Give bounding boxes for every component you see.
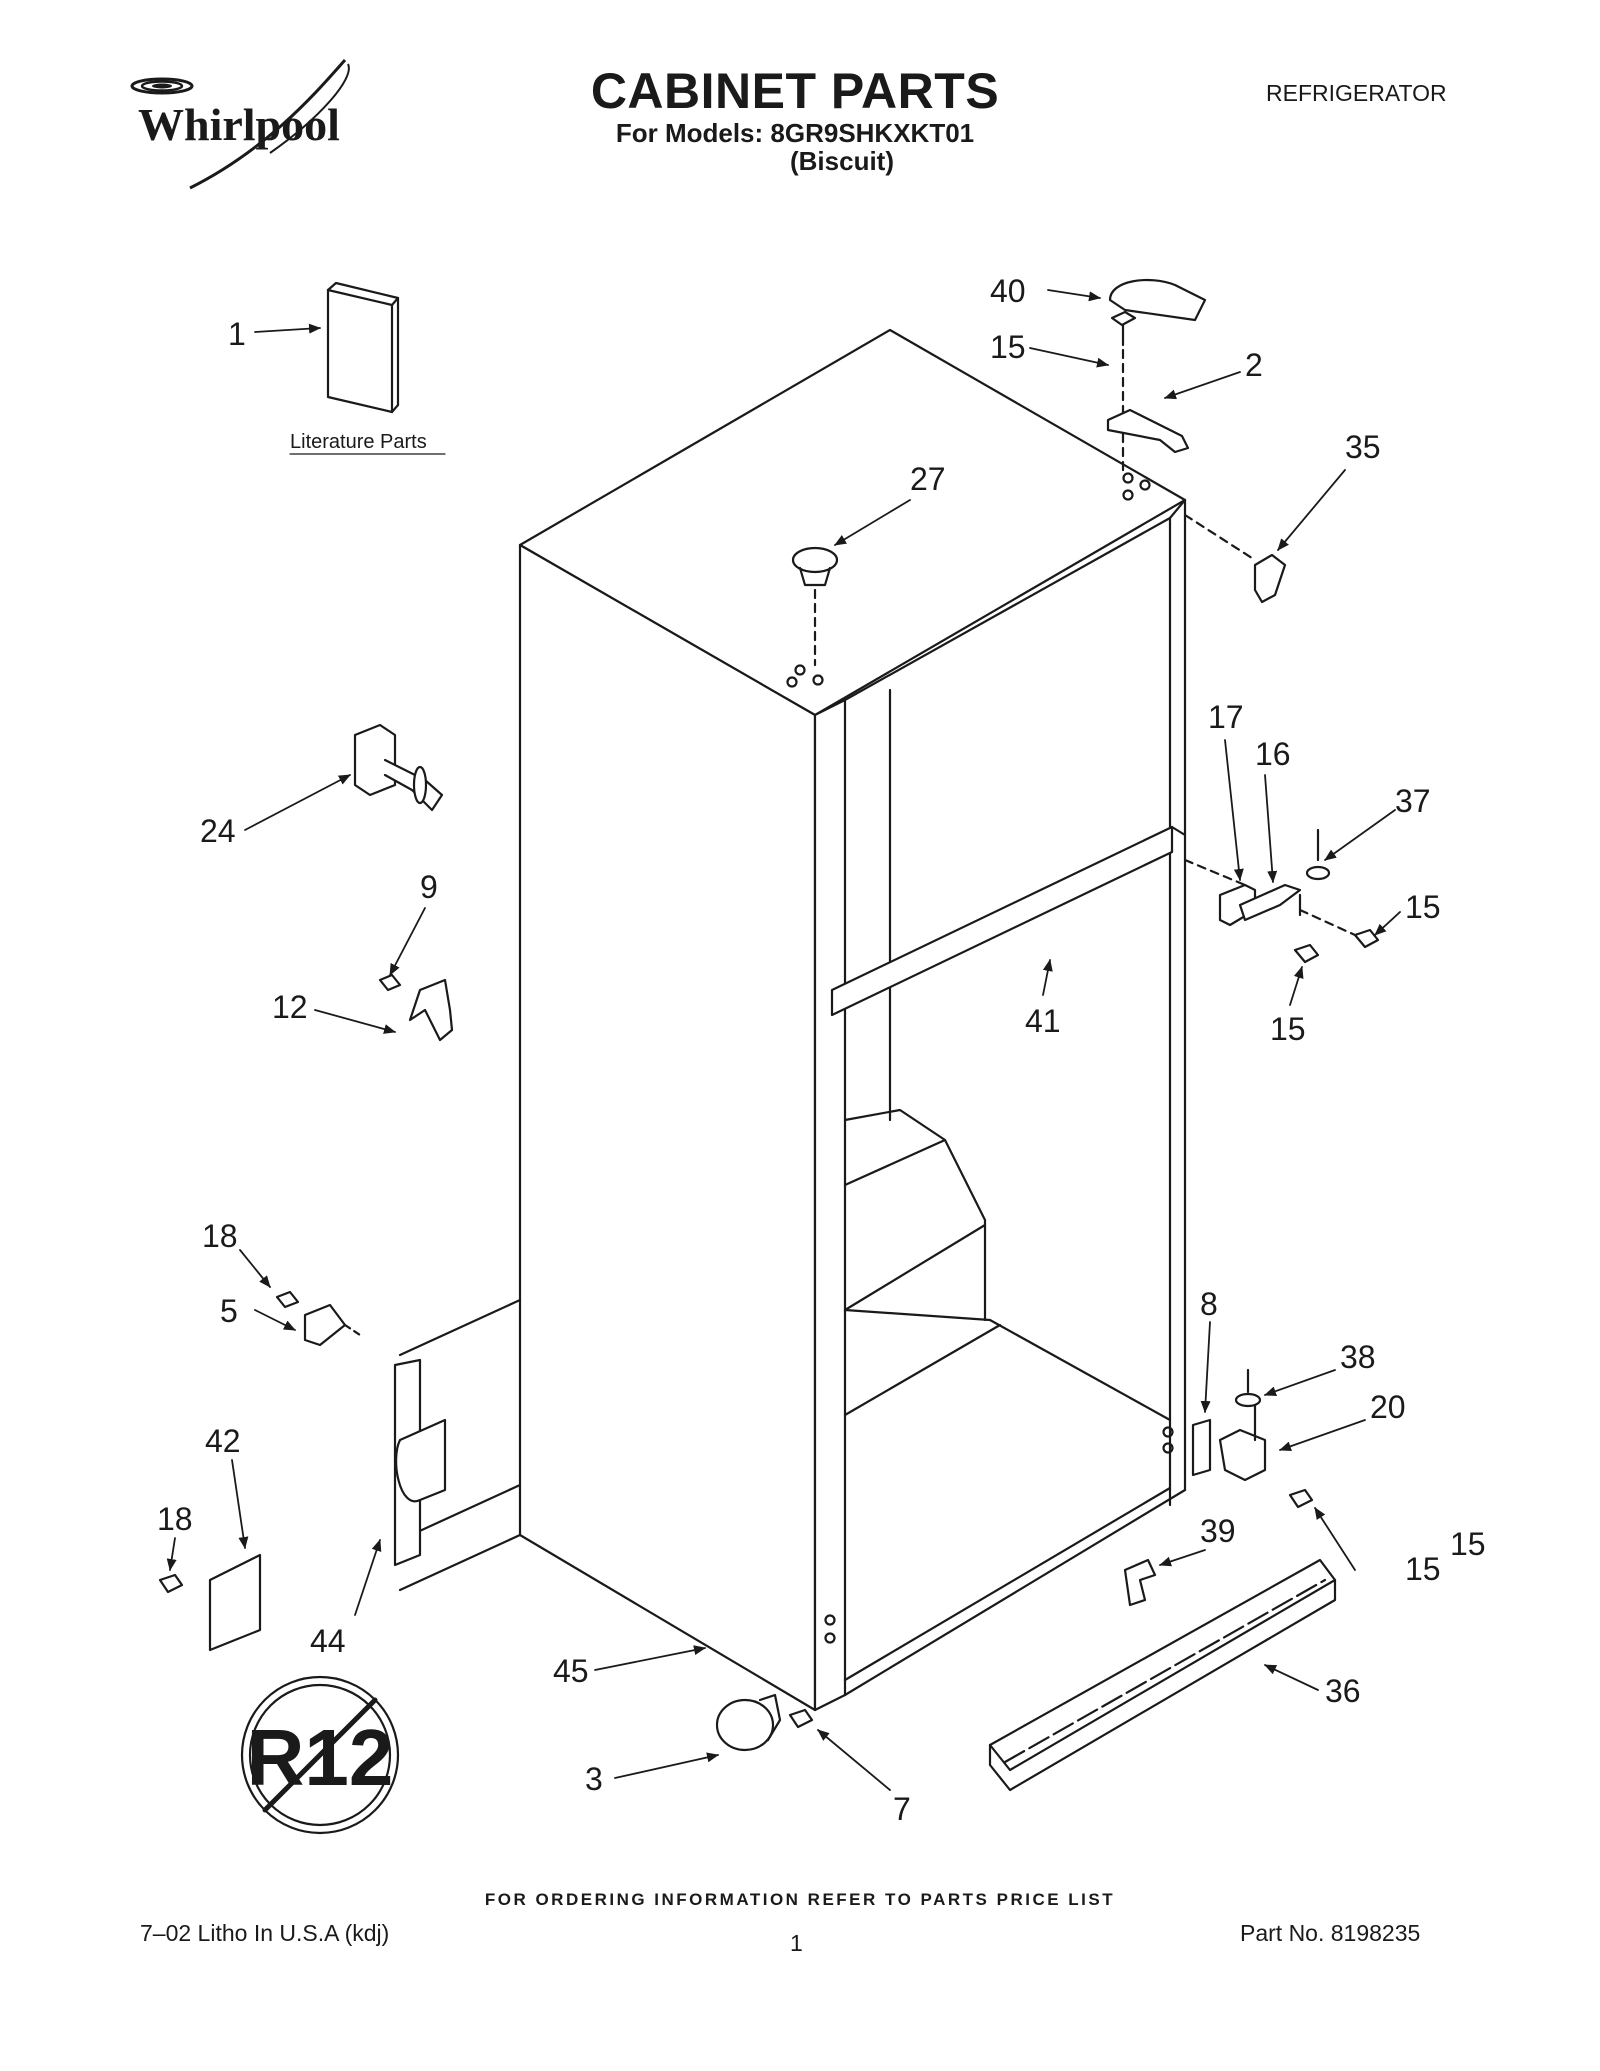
litho-info: 7–02 Litho In U.S.A (kdj) (140, 1920, 390, 1946)
dashed-line-35 (1183, 513, 1257, 562)
page-title: CABINET PARTS (590, 63, 1000, 119)
product-type: REFRIGERATOR (1266, 80, 1447, 106)
roller (715, 1693, 814, 1752)
callout-15-top: 15 (990, 329, 1026, 365)
hinge-cover-right (1253, 553, 1287, 604)
callout-45: 45 (553, 1653, 589, 1689)
part-number: Part No. 8198235 (1240, 1920, 1421, 1946)
callout-2: 2 (1245, 347, 1263, 383)
callout-7: 7 (893, 1791, 911, 1827)
whirlpool-logo: Whirlpool (130, 59, 350, 190)
toe-grille (988, 1558, 1337, 1792)
callout-37: 37 (1395, 783, 1431, 819)
callout-40: 40 (990, 273, 1026, 309)
callout-42: 42 (205, 1423, 241, 1459)
callout-15-center-right: 15 (1405, 889, 1441, 925)
screw-center-2 (1353, 928, 1380, 949)
callout-8: 8 (1200, 1286, 1218, 1322)
screw-top (1110, 310, 1137, 347)
callout-18-lower: 18 (157, 1501, 193, 1537)
callout-15-bottom: 15 (1405, 1551, 1441, 1587)
screw-center-1 (1293, 943, 1320, 964)
callout-15-lower-right: 15 (1450, 1526, 1486, 1562)
callout-24: 24 (200, 813, 236, 849)
literature-booklet (326, 281, 400, 414)
r12-symbol: R12 (240, 1675, 400, 1835)
panel-42 (158, 1553, 262, 1652)
clip-39 (1123, 1558, 1157, 1607)
callout-20: 20 (1370, 1389, 1406, 1425)
models-line: For Models: 8GR9SHKXKT01 (615, 118, 975, 148)
bottom-hinge (1191, 1368, 1267, 1482)
top-hinge (1106, 408, 1190, 454)
callout-12: 12 (272, 989, 308, 1025)
callout-27: 27 (910, 461, 946, 497)
callout-41: 41 (1025, 1003, 1061, 1039)
callout-16: 16 (1255, 736, 1291, 772)
plug-top (791, 546, 839, 667)
callout-36: 36 (1325, 1673, 1361, 1709)
callout-1: 1 (228, 316, 246, 352)
r12-text: R12 (247, 1713, 394, 1802)
clamp-upper (275, 1290, 362, 1347)
callout-15-center-low: 15 (1270, 1011, 1306, 1047)
screw-bottom (1288, 1488, 1314, 1509)
leader-lines (166, 289, 1401, 1791)
hinge-cover (1108, 278, 1207, 322)
callout-3: 3 (585, 1761, 603, 1797)
cabinet (518, 328, 1187, 1712)
logo-wordmark: Whirlpool (138, 99, 340, 150)
center-hinge (1183, 828, 1331, 927)
callout-18-upper: 18 (202, 1218, 238, 1254)
callout-44: 44 (310, 1623, 346, 1659)
part-24-pin (353, 723, 444, 812)
model-color: (Biscuit) (790, 146, 894, 176)
callout-39: 39 (1200, 1513, 1236, 1549)
callouts: 1 40 15 2 35 27 24 17 16 37 15 9 12 41 1… (157, 273, 1486, 1827)
callout-5: 5 (220, 1293, 238, 1329)
dashed-line-center-screw (1298, 908, 1357, 937)
part-9-12-bracket (378, 973, 454, 1042)
callout-17: 17 (1208, 699, 1244, 735)
ordering-note: FOR ORDERING INFORMATION REFER TO PARTS … (484, 1890, 1116, 1909)
page-number: 1 (790, 1930, 803, 1956)
callout-38: 38 (1340, 1339, 1376, 1375)
literature-parts-label: Literature Parts (290, 431, 427, 453)
callout-9: 9 (420, 869, 438, 905)
panel-44 (393, 1298, 522, 1592)
callout-35: 35 (1345, 429, 1381, 465)
